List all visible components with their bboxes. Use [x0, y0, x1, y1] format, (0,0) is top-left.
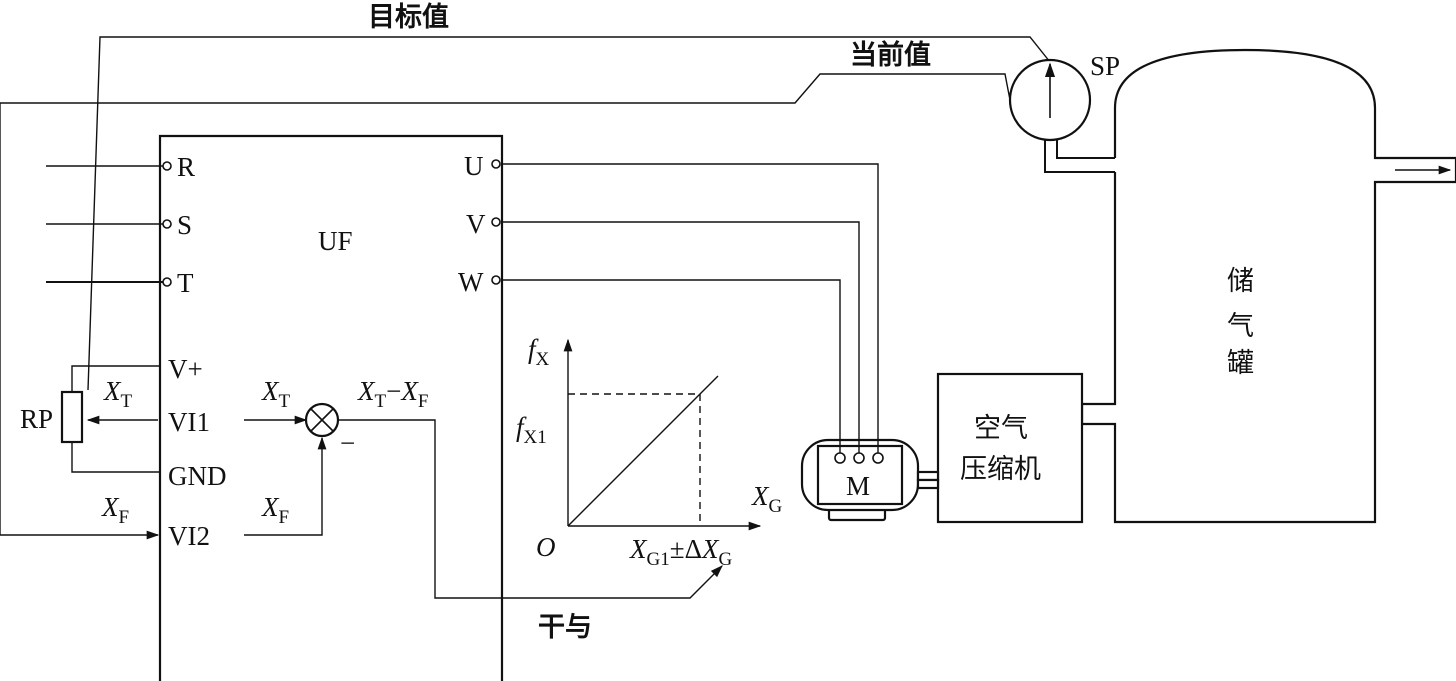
pot-label: RP [20, 404, 53, 434]
terminal-t: T [177, 268, 194, 298]
graph-y-label: fX [528, 334, 550, 370]
error-label: XT−XF [357, 376, 428, 412]
graph-x1-label: XG1±ΔXG [629, 534, 732, 570]
motor-label: M [846, 471, 870, 501]
tank-char-1: 储 [1227, 266, 1254, 297]
interference-label: 干与 [538, 612, 592, 643]
terminal-u: U [464, 151, 484, 181]
inverter-uf: UF R S T U V W V+ VI1 GND VI2 [46, 134, 504, 681]
air-compressor: 空气 压缩机 [936, 372, 1084, 524]
compressor-label-1: 空气 [974, 413, 1028, 444]
pot-xt-label: XT [103, 376, 133, 412]
current-value-label: 当前值 [850, 39, 931, 71]
terminal-s: S [177, 210, 192, 240]
pressure-sensor-sp: SP [1008, 51, 1120, 173]
tank-char-3: 罐 [1227, 348, 1254, 379]
terminal-w: W [458, 267, 484, 297]
terminal-vi1: VI1 [168, 407, 210, 437]
target-value-signal: 目标值 [87, 2, 1051, 391]
potentiometer-rp: RP XT XF [20, 365, 160, 528]
summing-junction: − XT XF XT−XF 干与 [244, 376, 723, 643]
vi2-xf-label: XF [101, 492, 129, 528]
terminal-vi2: VI2 [168, 521, 210, 551]
compressor-label-2: 压缩机 [960, 454, 1041, 485]
frequency-graph: fX fX1 XG O XG1±ΔXG [516, 334, 783, 570]
target-value-label: 目标值 [368, 2, 449, 33]
sensor-label: SP [1090, 51, 1120, 81]
graph-origin-label: O [536, 532, 556, 562]
junction-minus: − [340, 428, 355, 458]
motor-supply-wires [502, 163, 879, 453]
terminal-gnd: GND [168, 461, 227, 491]
inverter-label: UF [318, 226, 353, 256]
terminal-v: V [466, 209, 486, 239]
current-value-signal: 当前值 [0, 39, 1011, 540]
graph-y1-label: fX1 [516, 412, 547, 448]
junction-xf-label: XF [261, 492, 289, 528]
terminal-r: R [177, 152, 195, 182]
motor: M [800, 438, 940, 522]
graph-x-label: XG [751, 481, 783, 517]
tank-char-2: 气 [1227, 311, 1254, 342]
terminal-v-plus: V+ [168, 354, 203, 384]
junction-xt-label: XT [261, 376, 291, 412]
air-storage-tank: 储 气 罐 [1080, 48, 1456, 524]
